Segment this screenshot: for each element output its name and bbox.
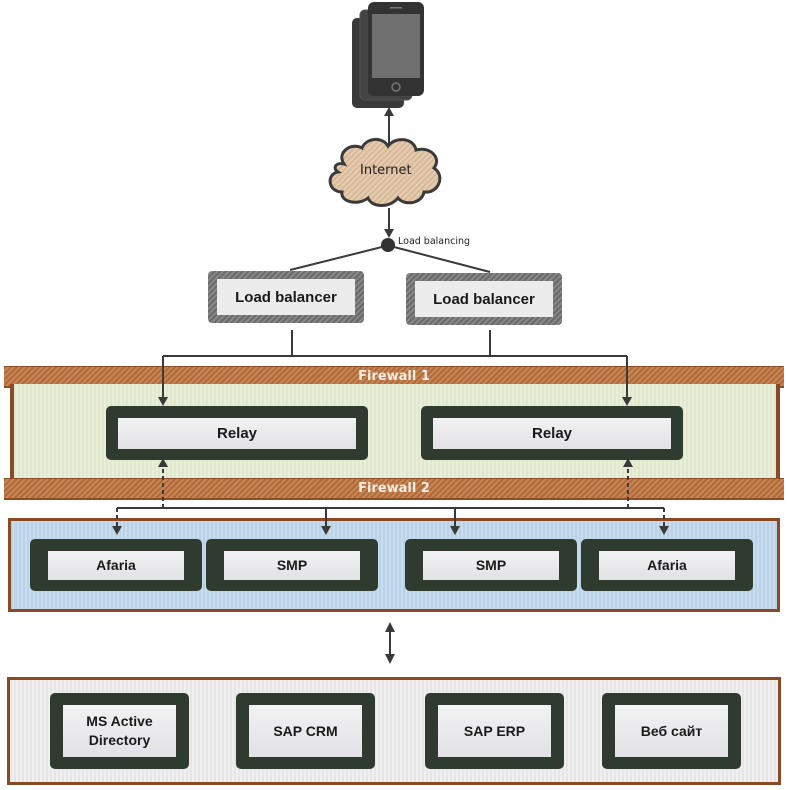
smp-server-1[interactable]: SMP <box>206 539 378 591</box>
load-balancer-2-label: Load balancer <box>415 281 553 317</box>
afaria-2-label: Afaria <box>599 550 735 580</box>
load-balancer-1-label: Load balancer <box>217 279 355 315</box>
connector-lb-node-left <box>289 246 383 271</box>
internet-label: Internet <box>360 163 412 178</box>
load-balancing-label: Load balancing <box>398 236 471 247</box>
load-balancing-node <box>381 238 395 252</box>
arrowhead-down-backend <box>385 654 395 664</box>
cloud-icon <box>328 138 442 207</box>
load-balancer-2[interactable]: Load balancer <box>406 273 562 325</box>
sap-erp-label: SAP ERP <box>438 705 551 757</box>
backend-sap-erp[interactable]: SAP ERP <box>425 693 564 769</box>
smp-2-label: SMP <box>423 550 559 580</box>
relay-2-label: Relay <box>433 417 671 449</box>
ms-ad-label-line1: MS Active <box>86 713 153 729</box>
backend-sap-crm[interactable]: SAP CRM <box>236 693 375 769</box>
ms-ad-label-line2: Directory <box>88 732 151 748</box>
afaria-1-label: Afaria <box>48 550 184 580</box>
mobile-devices-icon <box>352 2 424 108</box>
connector-lb-node-right <box>393 246 491 273</box>
smp-1-label: SMP <box>224 550 360 580</box>
ms-ad-label: MS Active Directory <box>63 705 176 757</box>
afaria-server-2[interactable]: Afaria <box>581 539 753 591</box>
backend-ms-active-directory[interactable]: MS Active Directory <box>50 693 189 769</box>
arrowhead-lb-node <box>384 229 394 238</box>
load-balancer-1[interactable]: Load balancer <box>208 271 364 323</box>
smp-server-2[interactable]: SMP <box>405 539 577 591</box>
firewall-2-bar: Firewall 2 <box>4 478 784 500</box>
relay-1-label: Relay <box>118 417 356 449</box>
afaria-server-1[interactable]: Afaria <box>30 539 202 591</box>
firewall-1-label: Firewall 1 <box>358 369 430 384</box>
backend-website[interactable]: Веб сайт <box>602 693 741 769</box>
website-label: Веб сайт <box>615 705 728 757</box>
sap-crm-label: SAP CRM <box>249 705 362 757</box>
relay-1[interactable]: Relay <box>106 406 368 460</box>
firewall-2-label: Firewall 2 <box>358 481 430 496</box>
arrowhead-up-internal <box>385 622 395 632</box>
relay-2[interactable]: Relay <box>421 406 683 460</box>
